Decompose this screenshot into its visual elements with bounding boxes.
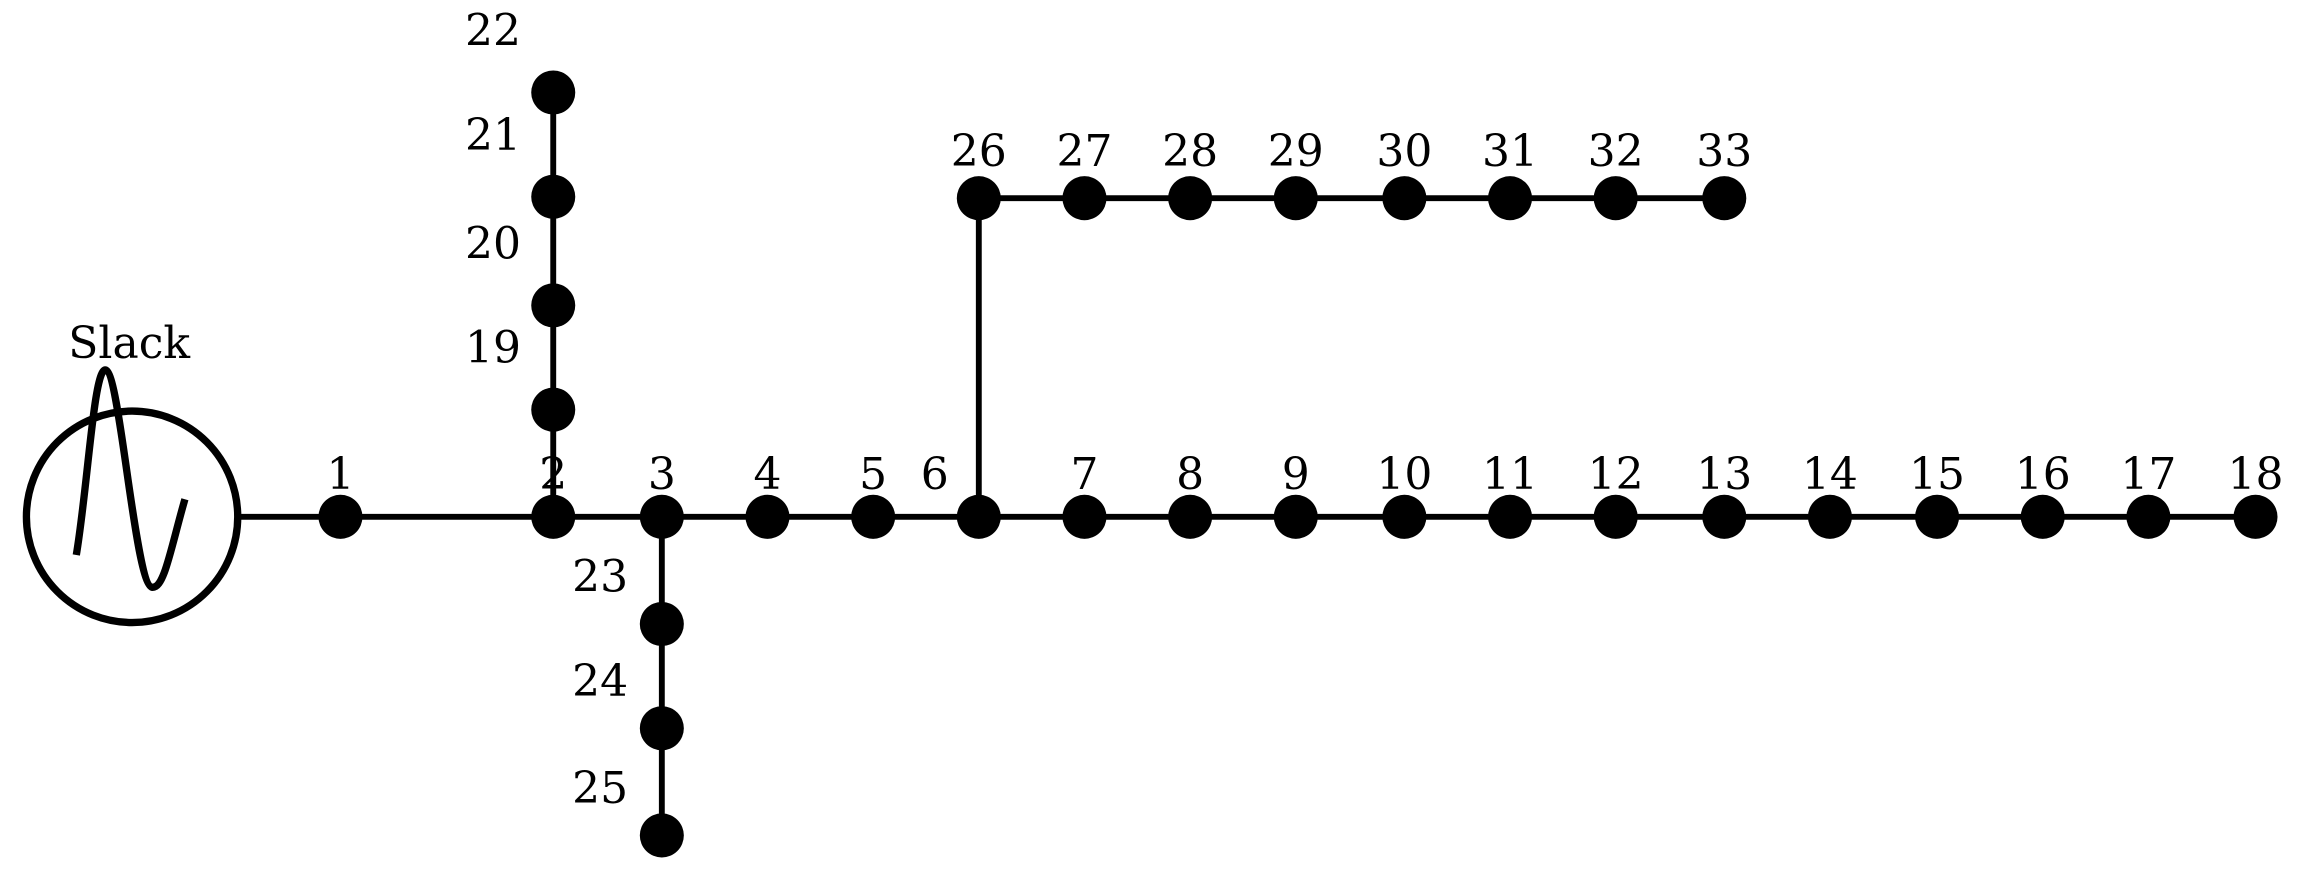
bus-node-27 bbox=[1062, 176, 1107, 221]
bus-node-22 bbox=[531, 70, 576, 115]
bus-label-14: 14 bbox=[1802, 449, 1858, 500]
bus-node-4 bbox=[745, 494, 790, 539]
bus-node-5 bbox=[851, 494, 896, 539]
bus-node-15 bbox=[1915, 494, 1960, 539]
bus-label-16: 16 bbox=[2015, 449, 2071, 500]
bus-node-1 bbox=[318, 494, 363, 539]
bus-node-20 bbox=[531, 283, 576, 328]
bus-label-29: 29 bbox=[1268, 126, 1324, 177]
bus-node-28 bbox=[1168, 176, 1213, 221]
bus-label-28: 28 bbox=[1162, 126, 1218, 177]
bus-label-8: 8 bbox=[1176, 449, 1204, 500]
bus-label-19: 19 bbox=[465, 323, 521, 374]
bus-node-31 bbox=[1488, 176, 1533, 221]
bus-label-1: 1 bbox=[326, 449, 354, 500]
bus-label-23: 23 bbox=[572, 552, 628, 603]
bus-node-24 bbox=[639, 706, 684, 751]
bus-node-2 bbox=[531, 494, 576, 539]
bus-label-15: 15 bbox=[1909, 449, 1965, 500]
bus-node-13 bbox=[1702, 494, 1747, 539]
bus-node-9 bbox=[1273, 494, 1318, 539]
bus-label-17: 17 bbox=[2120, 449, 2176, 500]
bus-node-30 bbox=[1382, 176, 1427, 221]
bus-label-24: 24 bbox=[572, 656, 628, 707]
bus-label-26: 26 bbox=[951, 126, 1007, 177]
slack-source: Slack bbox=[22, 318, 242, 627]
bus-label-27: 27 bbox=[1056, 126, 1112, 177]
bus-node-18 bbox=[2233, 494, 2278, 539]
bus-node-21 bbox=[531, 174, 576, 219]
bus-label-22: 22 bbox=[465, 6, 521, 57]
bus-node-19 bbox=[531, 387, 576, 432]
bus-label-2: 2 bbox=[539, 449, 567, 500]
bus-node-10 bbox=[1382, 494, 1427, 539]
ac-source-sine-icon bbox=[72, 366, 189, 591]
bus-label-12: 12 bbox=[1588, 449, 1644, 500]
slack-label: Slack bbox=[68, 318, 190, 369]
bus-node-6 bbox=[956, 494, 1001, 539]
bus-node-32 bbox=[1593, 176, 1638, 221]
bus-label-33: 33 bbox=[1696, 126, 1752, 177]
bus-node-33 bbox=[1702, 176, 1747, 221]
bus-node-8 bbox=[1168, 494, 1213, 539]
bus-label-32: 32 bbox=[1588, 126, 1644, 177]
bus-label-13: 13 bbox=[1696, 449, 1752, 500]
bus-label-9: 9 bbox=[1282, 449, 1310, 500]
bus-label-10: 10 bbox=[1376, 449, 1432, 500]
bus-label-21: 21 bbox=[465, 110, 521, 161]
bus-node-14 bbox=[1807, 494, 1852, 539]
bus-node-23 bbox=[639, 601, 684, 647]
bus-label-20: 20 bbox=[465, 218, 521, 269]
bus-node-17 bbox=[2126, 494, 2171, 539]
bus-label-31: 31 bbox=[1482, 126, 1538, 177]
bus-label-7: 7 bbox=[1070, 449, 1098, 500]
bus-node-11 bbox=[1488, 494, 1533, 539]
bus-label-18: 18 bbox=[2228, 449, 2284, 500]
bus-node-16 bbox=[2020, 494, 2065, 539]
bus-node-12 bbox=[1593, 494, 1638, 539]
bus-node-26 bbox=[956, 176, 1001, 221]
bus-label-25: 25 bbox=[572, 763, 628, 814]
bus-node-3 bbox=[639, 494, 684, 539]
bus-label-5: 5 bbox=[859, 449, 887, 500]
bus-label-6: 6 bbox=[921, 449, 949, 500]
bus-node-25 bbox=[639, 813, 684, 858]
bus-label-3: 3 bbox=[648, 449, 676, 500]
nodes-layer bbox=[318, 70, 2278, 858]
bus-label-11: 11 bbox=[1482, 449, 1538, 500]
source-circle bbox=[22, 407, 242, 627]
bus-label-30: 30 bbox=[1376, 126, 1432, 177]
bus-node-29 bbox=[1273, 176, 1318, 221]
bus-label-4: 4 bbox=[753, 449, 781, 500]
bus-node-7 bbox=[1062, 494, 1107, 539]
